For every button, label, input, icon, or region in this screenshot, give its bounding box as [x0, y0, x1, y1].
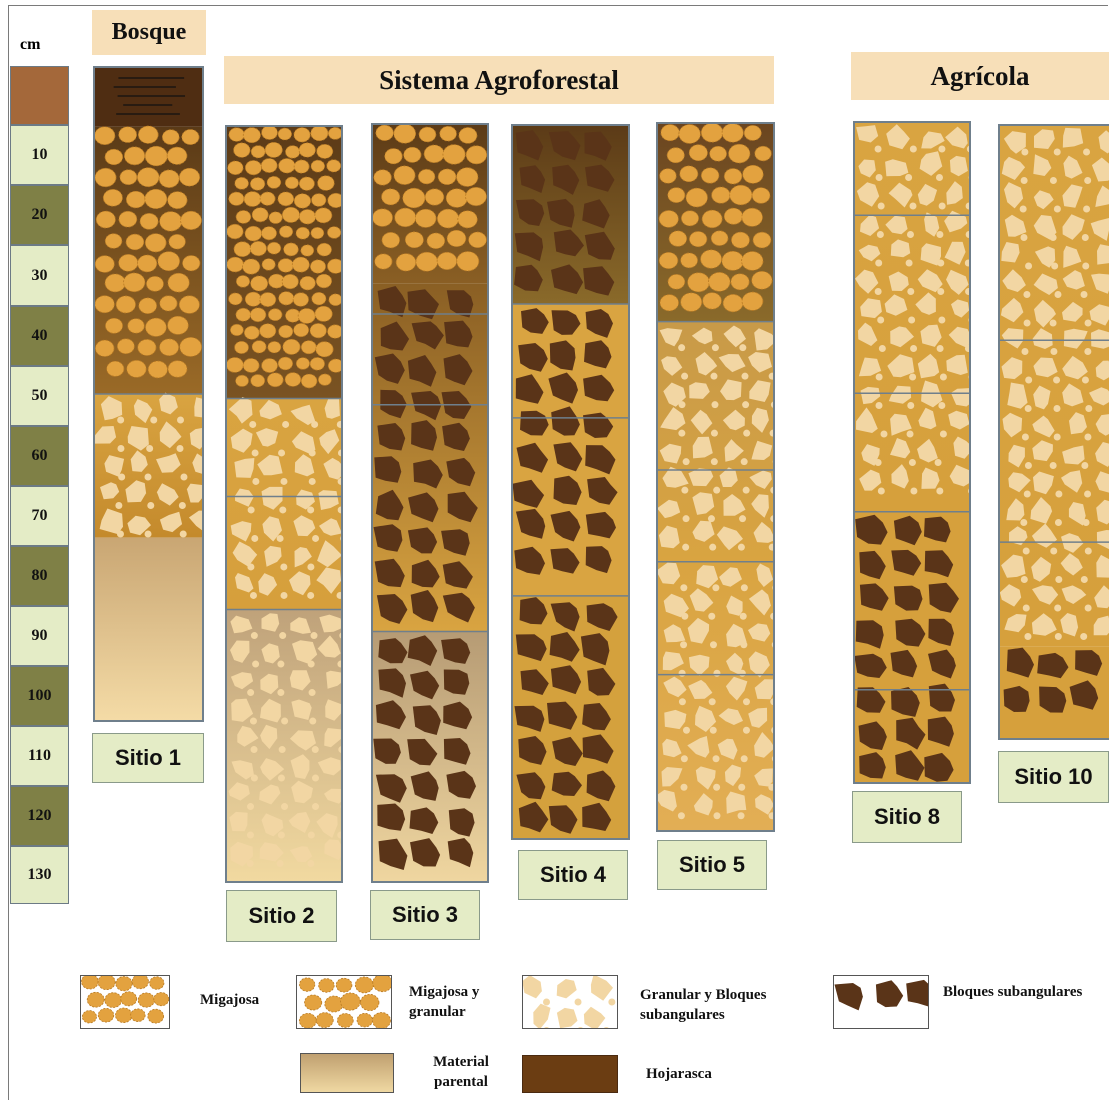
legend-swatch-hojarasca	[522, 1055, 618, 1093]
site-label-sitio-4: Sitio 4	[518, 850, 628, 900]
legend-label-material-parental: Material parental	[416, 1052, 506, 1093]
legend-swatch-migajosa-granular	[296, 975, 392, 1029]
scale-tick: 90	[10, 606, 69, 666]
scale-tick: 40	[10, 306, 69, 366]
header-sistema-agroforestal: Sistema Agroforestal	[224, 56, 774, 104]
soil-profile-sitio-3	[371, 123, 489, 883]
scale-top-swatch	[10, 66, 69, 125]
scale-tick: 110	[10, 726, 69, 786]
unit-label: cm	[20, 36, 40, 54]
scale-tick: 20	[10, 185, 69, 245]
scale-tick: 70	[10, 486, 69, 546]
legend-swatch-bloques	[833, 975, 929, 1029]
scale-tick: 50	[10, 366, 69, 426]
site-label-sitio-3: Sitio 3	[370, 890, 480, 940]
legend-label-granular-bloques: Granular y Bloques subangulares	[640, 985, 820, 1026]
legend-label-migajosa-granular: Migajosa y granular	[409, 982, 509, 1023]
scale-tick: 120	[10, 786, 69, 846]
soil-profile-sitio-1	[93, 66, 204, 722]
site-label-sitio-10: Sitio 10	[998, 751, 1109, 803]
scale-tick: 100	[10, 666, 69, 726]
scale-tick: 60	[10, 426, 69, 486]
site-label-sitio-1: Sitio 1	[92, 733, 204, 783]
site-label-sitio-8: Sitio 8	[852, 791, 962, 843]
scale-tick: 30	[10, 245, 69, 306]
legend-label-migajosa: Migajosa	[200, 990, 290, 1010]
legend-swatch-migajosa	[80, 975, 170, 1029]
scale-tick: 130	[10, 846, 69, 904]
soil-profile-sitio-2	[225, 125, 343, 883]
scale-tick: 80	[10, 546, 69, 606]
site-label-sitio-2: Sitio 2	[226, 890, 337, 942]
header-bosque: Bosque	[92, 10, 206, 55]
soil-profile-sitio-10	[998, 124, 1109, 740]
soil-profile-sitio-5	[656, 122, 775, 832]
scale-tick: 10	[10, 125, 69, 185]
site-label-sitio-5: Sitio 5	[657, 840, 767, 890]
soil-profile-sitio-8	[853, 121, 971, 784]
soil-profile-sitio-4	[511, 124, 630, 840]
legend-swatch-granular-bloques	[522, 975, 618, 1029]
legend-swatch-material-parental	[300, 1053, 394, 1093]
legend-label-hojarasca: Hojarasca	[646, 1064, 766, 1084]
legend-label-bloques: Bloques subangulares	[943, 982, 1083, 1002]
header-agricola: Agrícola	[851, 52, 1109, 100]
